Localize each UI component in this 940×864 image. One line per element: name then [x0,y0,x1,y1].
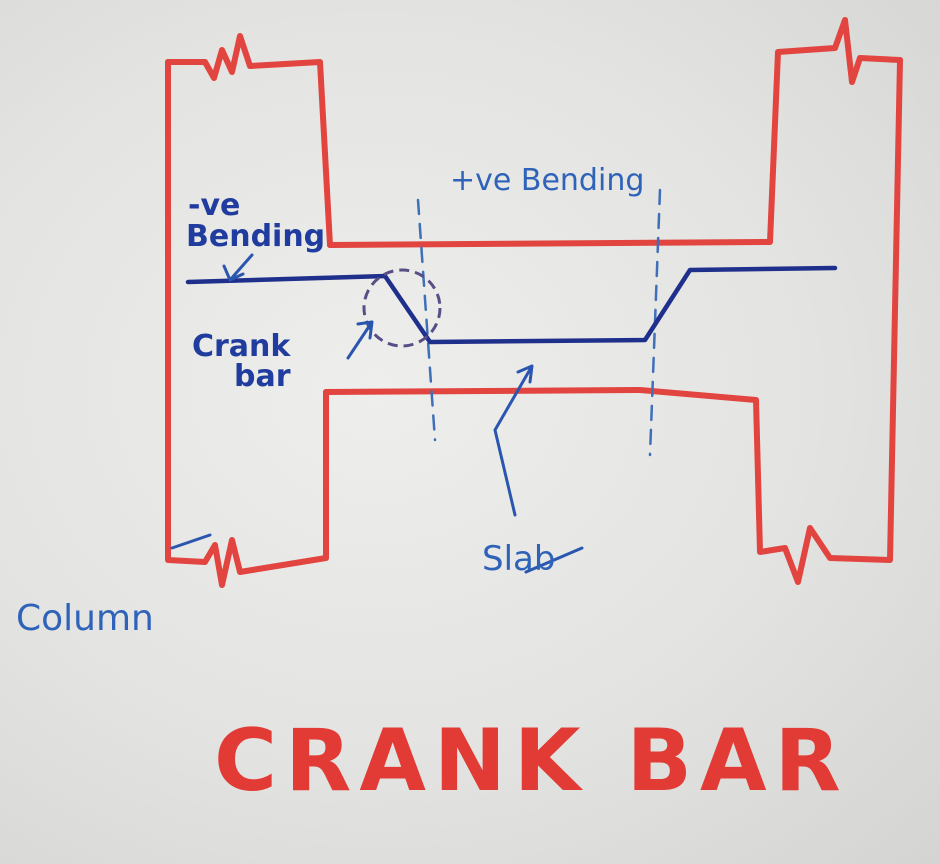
crank-highlight-circle [362,268,442,348]
slab-bottom-edge [323,387,759,403]
crank-label: Crank [192,329,291,364]
slab-top-edge [327,17,903,248]
support-section-line-left [416,198,437,442]
neg-bending-label: -ve [188,188,240,223]
neg-bending-arrow [222,253,254,282]
column-label: Column [16,598,154,639]
pos-bending-label: +ve Bending [450,163,644,198]
crank-bar [185,265,838,345]
left-column-outline [165,59,329,588]
bar-label: bar [234,359,291,394]
column-arrow [170,533,212,550]
crank-arrow [346,320,374,360]
left-column-top-break [165,33,333,248]
slab-underline [524,546,584,574]
neg-bending-label-2: Bending [186,219,325,254]
right-column-outline [753,57,903,585]
slab-label: Slab [482,539,555,579]
diagram-title: CRANK BAR [214,711,849,811]
slab-arrow [493,364,534,517]
